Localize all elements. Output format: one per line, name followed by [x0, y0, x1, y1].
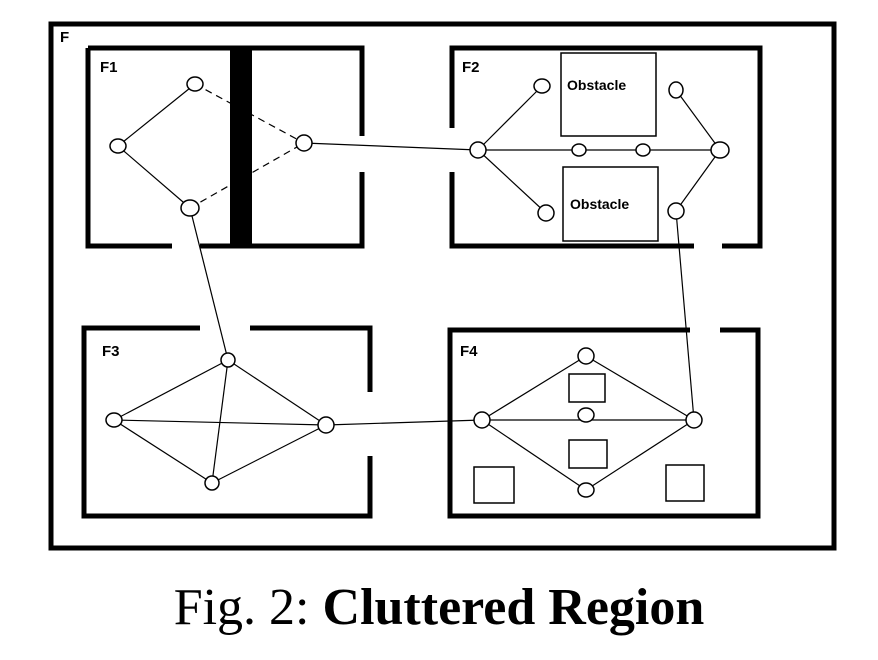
node [469, 141, 487, 159]
obstacle-top [560, 52, 657, 137]
edge [211, 359, 229, 484]
f4-obstacle-4 [665, 464, 705, 502]
node [533, 78, 551, 94]
region-f2-label: F2 [462, 59, 480, 76]
edge [675, 89, 721, 151]
edge [481, 355, 587, 421]
region-f1-label: F1 [100, 59, 118, 76]
f4-obstacle-1 [568, 373, 606, 403]
edge [675, 149, 721, 212]
obstacle-bottom-label: Obstacle [570, 196, 629, 212]
edge [477, 85, 543, 151]
region-f2-walls [449, 45, 763, 249]
node [105, 412, 123, 428]
edge [117, 83, 196, 147]
node [109, 138, 127, 154]
node [635, 143, 651, 157]
edge [585, 355, 695, 421]
node [537, 204, 555, 222]
cluttered-region-diagram: F F1 F2 F3 F4 Obstacle Obstacle [48, 21, 837, 551]
edge [303, 142, 479, 151]
edge [585, 419, 695, 491]
edge [477, 149, 547, 214]
node [667, 202, 685, 220]
dashed-edge [194, 83, 305, 144]
roadmap-nodes [105, 76, 730, 498]
blocked-edges [189, 83, 305, 209]
node [220, 352, 236, 368]
node [180, 199, 200, 217]
region-f4-walls [447, 327, 761, 519]
node [685, 411, 703, 429]
edge [113, 419, 327, 426]
node [317, 416, 335, 434]
edge [325, 419, 483, 426]
outer-boundary [48, 21, 837, 551]
edge [189, 207, 229, 361]
edge [113, 419, 213, 484]
edge [113, 359, 229, 421]
roadmap-edges [113, 83, 721, 491]
region-f4-label: F4 [460, 343, 478, 360]
edge [227, 359, 327, 426]
f4-small-obstacles [473, 373, 705, 504]
obstacle-bottom [562, 166, 659, 242]
node [577, 347, 595, 365]
region-f1-walls [85, 45, 365, 249]
node [186, 76, 204, 92]
region-f3-label: F3 [102, 343, 120, 360]
caption-prefix: Fig. 2: [173, 579, 310, 636]
outer-region-label: F [60, 29, 69, 46]
edge [117, 145, 191, 209]
node [668, 81, 684, 99]
f1-thick-wall [230, 48, 252, 246]
f4-obstacle-2 [568, 439, 608, 469]
node [577, 482, 595, 498]
dashed-edge [189, 142, 305, 209]
node [571, 143, 587, 157]
caption-title: Cluttered Region [322, 579, 705, 636]
edge [675, 210, 695, 421]
figure-caption: Fig. 2: Cluttered Region [0, 582, 878, 634]
node [204, 475, 220, 491]
obstacle-top-label: Obstacle [567, 77, 626, 93]
edge [211, 424, 327, 484]
region-f3-walls [81, 325, 373, 519]
edge [481, 419, 587, 491]
node [295, 134, 313, 152]
node [577, 407, 595, 423]
node [710, 141, 730, 159]
node [473, 411, 491, 429]
f4-obstacle-3 [473, 466, 515, 504]
